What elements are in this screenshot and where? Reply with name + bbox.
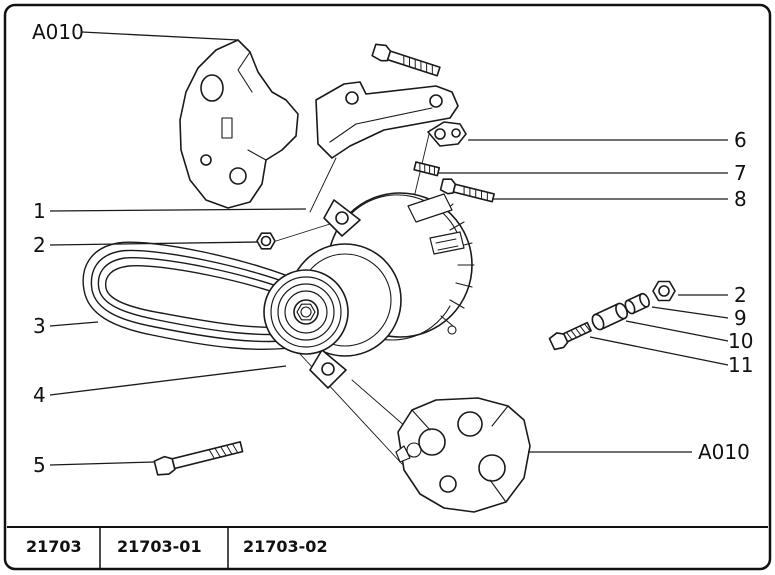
retainer-clamp xyxy=(427,121,467,147)
footer-tab-21703-01[interactable]: 21703-01 xyxy=(117,537,202,556)
callout-8: 8 xyxy=(734,187,747,211)
callout-a010-bottom: A010 xyxy=(698,440,750,464)
callout-5: 5 xyxy=(33,453,46,477)
footer-tab-21703-02[interactable]: 21703-02 xyxy=(243,537,328,556)
footer-tab-label[interactable]: 21703-01 xyxy=(117,537,202,556)
lower-mounting-bracket xyxy=(395,397,531,513)
callout-7: 7 xyxy=(734,161,747,185)
bolt-5 xyxy=(153,441,244,476)
callout-2-left: 2 xyxy=(33,233,46,257)
pulley xyxy=(263,269,349,355)
bolt-8 xyxy=(439,178,495,203)
drive-belt xyxy=(82,241,311,351)
nut-2-right xyxy=(652,280,676,302)
spacer-9 xyxy=(624,292,650,315)
mounting-strap-bracket xyxy=(315,81,459,159)
bolt-top xyxy=(371,43,441,77)
callout-a010-top: A010 xyxy=(32,20,84,44)
callout-6: 6 xyxy=(734,128,747,152)
callout-2-right: 2 xyxy=(734,283,747,307)
spacer-10 xyxy=(591,302,629,331)
footer-tab-label[interactable]: 21703-02 xyxy=(243,537,328,556)
callout-1: 1 xyxy=(33,199,46,223)
bolt-11 xyxy=(548,321,592,351)
callout-11: 11 xyxy=(728,353,753,377)
footer: 21703 21703-01 21703-02 xyxy=(7,526,768,568)
upper-support-bracket xyxy=(179,39,299,209)
stud-part xyxy=(413,161,441,177)
footer-tab-21703[interactable]: 21703 xyxy=(26,537,82,556)
callout-4: 4 xyxy=(33,383,46,407)
leader-lines xyxy=(49,31,729,466)
callout-10: 10 xyxy=(728,329,753,353)
callout-3: 3 xyxy=(33,314,46,338)
nut-2-left xyxy=(256,232,276,250)
callout-9: 9 xyxy=(734,306,747,330)
footer-tab-label[interactable]: 21703 xyxy=(26,537,82,556)
